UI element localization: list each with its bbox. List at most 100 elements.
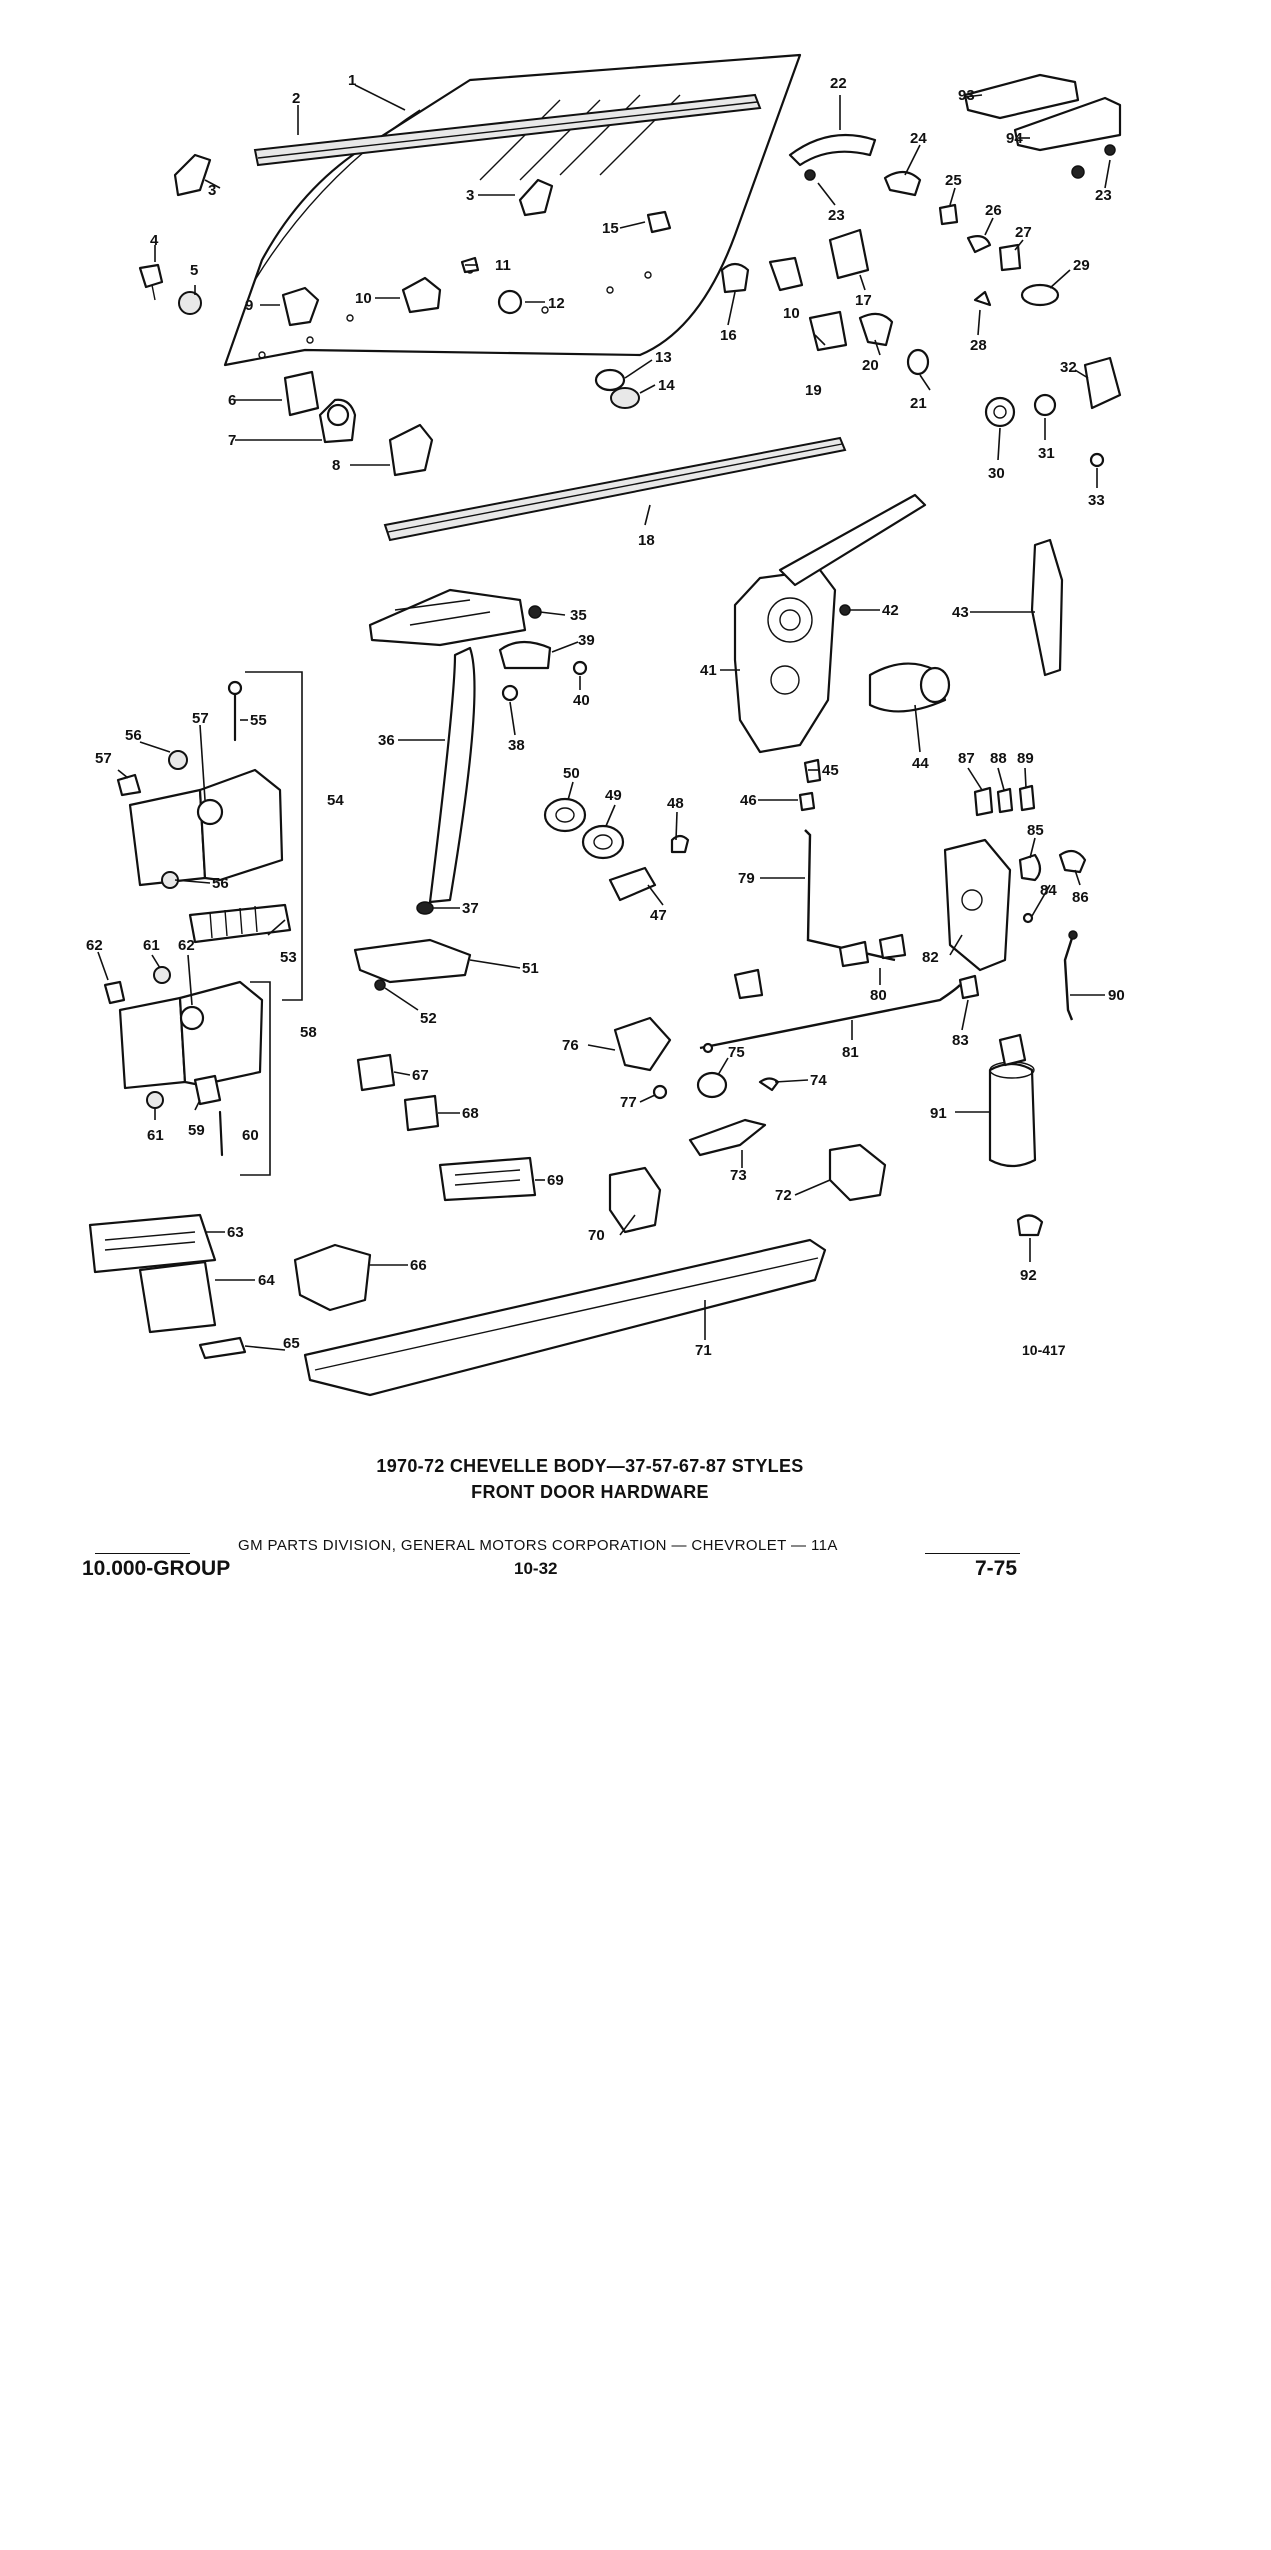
remote-plate <box>353 938 472 991</box>
rollers <box>594 368 640 409</box>
callout: 67 <box>412 1067 429 1084</box>
callout: 11 <box>495 257 511 274</box>
callout: 17 <box>855 292 872 309</box>
callout: 27 <box>1015 224 1032 241</box>
callout: 37 <box>462 900 479 917</box>
callout: 7 <box>228 432 236 449</box>
callout: 83 <box>952 1032 969 1049</box>
callout: 24 <box>910 130 927 147</box>
figure-reference-code: 10-417 <box>1022 1342 1066 1358</box>
callout: 46 <box>740 792 757 809</box>
callout: 12 <box>548 295 565 312</box>
callout: 9 <box>245 297 253 314</box>
callout: 72 <box>775 1187 792 1204</box>
inside-handle-group <box>88 1213 372 1360</box>
callout: 69 <box>547 1172 564 1189</box>
callout: 2 <box>292 90 300 107</box>
callout: 55 <box>250 712 267 729</box>
callout: 86 <box>1072 889 1089 906</box>
callout-numbers: 1 2 3 3 4 5 6 7 8 9 10 10 11 12 13 14 15… <box>86 72 1125 1359</box>
hinge-spring <box>188 903 292 944</box>
stops <box>646 210 750 294</box>
callout: 42 <box>882 602 899 619</box>
callout: 10 <box>783 305 800 322</box>
callout: 84 <box>1040 882 1057 899</box>
lower-guides <box>283 370 434 477</box>
callout: 22 <box>830 75 847 92</box>
assist-handle-group <box>788 133 1060 307</box>
upper-right-brackets <box>768 228 930 376</box>
footer-page-number: 10-32 <box>514 1559 558 1578</box>
figure-subtitle: FRONT DOOR HARDWARE <box>471 1482 709 1502</box>
footer-group: 10.000-GROUP <box>82 1557 231 1580</box>
callout: 13 <box>655 349 672 366</box>
callout: 57 <box>192 710 209 727</box>
callout: 40 <box>573 692 590 709</box>
callout: 5 <box>190 262 198 279</box>
callout: 73 <box>730 1167 747 1184</box>
callout: 48 <box>667 795 684 812</box>
callout: 50 <box>563 765 580 782</box>
callout: 45 <box>822 762 839 779</box>
callout: 44 <box>912 755 929 772</box>
callout: 38 <box>508 737 525 754</box>
glass-brackets <box>281 256 523 327</box>
callout: 31 <box>1038 445 1055 462</box>
callout: 3 <box>466 187 474 204</box>
inner-belt-strip <box>383 436 847 542</box>
roller-bracket <box>984 356 1122 468</box>
callout: 29 <box>1073 257 1090 274</box>
callout: 85 <box>1027 822 1044 839</box>
callout: 30 <box>988 465 1005 482</box>
callout: 4 <box>150 232 159 249</box>
callout: 68 <box>462 1105 479 1122</box>
callout: 41 <box>700 662 717 679</box>
callout: 61 <box>147 1127 164 1144</box>
switch-escutcheons <box>356 1053 537 1202</box>
callout: 39 <box>578 632 595 649</box>
lock-cylinder-group <box>543 758 822 902</box>
footer-date: 7-75 <box>975 1557 1018 1580</box>
callout: 19 <box>805 382 822 399</box>
callout: 8 <box>332 457 340 474</box>
callout: 62 <box>178 937 195 954</box>
lock-rods <box>699 829 961 1054</box>
glass-guide <box>173 153 554 217</box>
sash-channel-group <box>368 588 588 915</box>
upper-hinge <box>116 671 303 1001</box>
callout: 94 <box>1006 130 1023 147</box>
top-brackets <box>963 73 1122 179</box>
callout: 81 <box>842 1044 859 1061</box>
callout: 23 <box>828 207 845 224</box>
callout: 63 <box>227 1224 244 1241</box>
door-lock-assembly <box>943 784 1087 1000</box>
callout: 89 <box>1017 750 1034 767</box>
callout: 53 <box>280 949 297 966</box>
callout: 52 <box>420 1010 437 1027</box>
exploded-parts-diagram: 1 2 3 3 4 5 6 7 8 9 10 10 11 12 13 14 15… <box>86 53 1125 1397</box>
callout: 10 <box>355 290 372 307</box>
callout: 43 <box>952 604 969 621</box>
leader-lines <box>97 84 1111 1351</box>
callout: 20 <box>862 357 879 374</box>
footer-rule-left <box>95 1553 190 1554</box>
callout: 90 <box>1108 987 1125 1004</box>
callout: 66 <box>410 1257 427 1274</box>
callout: 51 <box>522 960 539 977</box>
callout: 59 <box>188 1122 205 1139</box>
callout: 23 <box>1095 187 1112 204</box>
callout: 35 <box>570 607 587 624</box>
callout: 25 <box>945 172 962 189</box>
callout: 76 <box>562 1037 579 1054</box>
callout: 88 <box>990 750 1007 767</box>
callout: 26 <box>985 202 1002 219</box>
callout: 36 <box>378 732 395 749</box>
callout: 75 <box>728 1044 745 1061</box>
callout: 33 <box>1088 492 1105 509</box>
window-regulator <box>733 493 1064 754</box>
callout: 47 <box>650 907 667 924</box>
lower-right-parts <box>988 930 1078 1237</box>
callout: 16 <box>720 327 737 344</box>
callout: 21 <box>910 395 927 412</box>
callout: 18 <box>638 532 655 549</box>
